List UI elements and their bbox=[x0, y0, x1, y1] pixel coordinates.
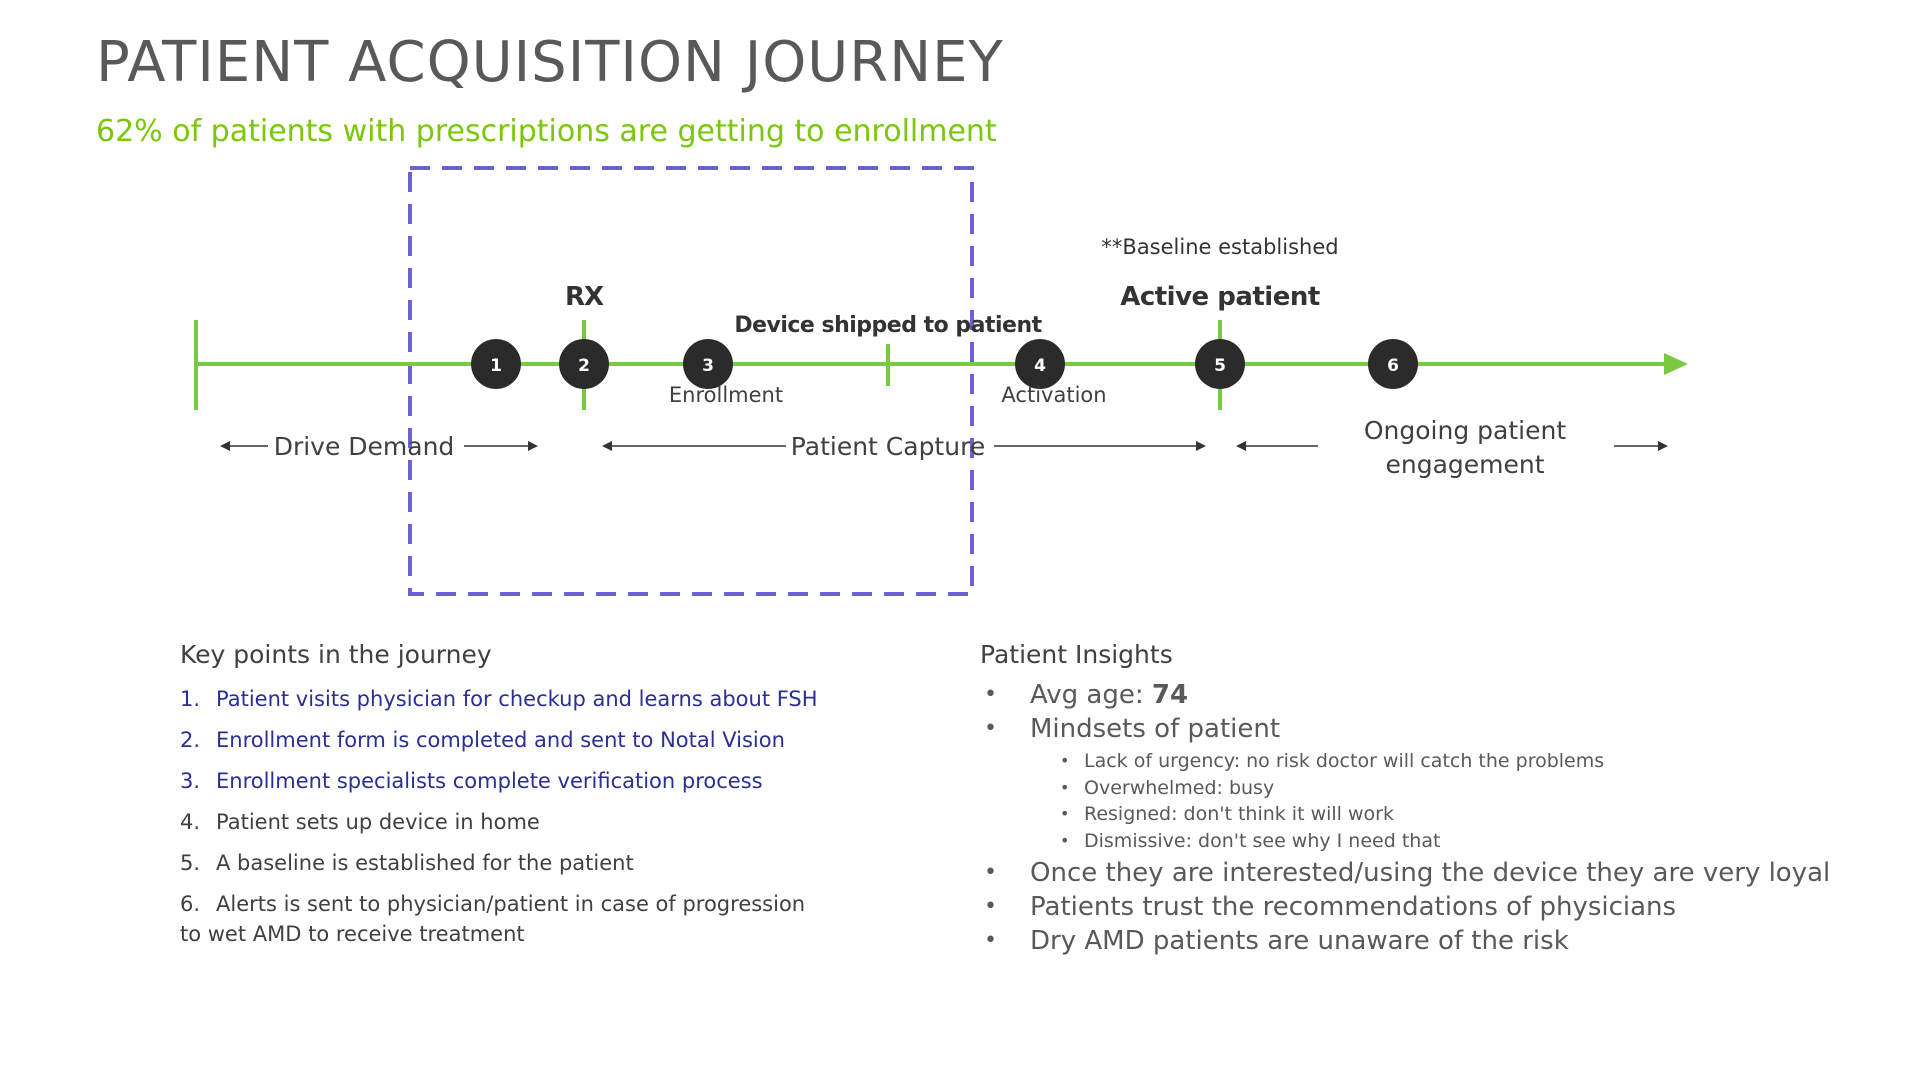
phase-ongoing-engagement: Ongoing patient engagement bbox=[1236, 416, 1668, 479]
insights-heading: Patient Insights bbox=[980, 640, 1173, 669]
baseline-note: **Baseline established bbox=[1101, 235, 1338, 259]
list-item: 6.Alerts is sent to physician/patient in… bbox=[180, 892, 806, 946]
patient-capture-label: Patient Capture bbox=[791, 432, 985, 461]
key-points-heading: Key points in the journey bbox=[180, 640, 492, 669]
milestone-3: 3 bbox=[683, 339, 733, 389]
milestone-5: 5 bbox=[1195, 339, 1245, 389]
mindsets-list: Lack of urgency: no risk doctor will cat… bbox=[1030, 748, 1830, 854]
rx-label: RX bbox=[565, 282, 604, 312]
list-item: Avg age: 74 bbox=[980, 678, 1830, 712]
ongoing-label-line1: Ongoing patient bbox=[1364, 416, 1566, 445]
list-item: Patients trust the recommendations of ph… bbox=[980, 890, 1830, 924]
enrollment-focus-box bbox=[408, 166, 974, 596]
insights-list: Avg age: 74 Mindsets of patient Lack of … bbox=[980, 678, 1830, 958]
avg-age-value: 74 bbox=[1151, 680, 1189, 710]
page-subtitle: 62% of patients with prescriptions are g… bbox=[96, 114, 997, 149]
list-item: 1.Patient visits physician for checkup a… bbox=[180, 687, 818, 711]
milestone-1: 1 bbox=[471, 339, 521, 389]
timeline-arrowhead bbox=[1664, 353, 1688, 375]
active-patient-label: Active patient bbox=[1120, 282, 1320, 312]
list-item: 4.Patient sets up device in home bbox=[180, 810, 540, 834]
ongoing-label-line2: engagement bbox=[1385, 450, 1544, 479]
milestone-number: 3 bbox=[702, 356, 714, 376]
list-item: Mindsets of patient Lack of urgency: no … bbox=[980, 712, 1830, 854]
milestone-2: 2 bbox=[559, 339, 609, 389]
list-item: Once they are interested/using the devic… bbox=[980, 856, 1830, 890]
key-points-list: 1.Patient visits physician for checkup a… bbox=[180, 684, 840, 960]
phase-drive-demand: Drive Demand bbox=[220, 432, 538, 461]
drive-demand-label: Drive Demand bbox=[274, 432, 455, 461]
milestone-number: 4 bbox=[1034, 356, 1046, 376]
milestone-number: 2 bbox=[578, 356, 590, 376]
list-item: Lack of urgency: no risk doctor will cat… bbox=[1030, 748, 1830, 775]
journey-diagram: 1 2 3 4 5 6 RX Device shipped to patient… bbox=[194, 166, 1688, 596]
list-item: Resigned: don't think it will work bbox=[1030, 801, 1830, 828]
enrollment-label: Enrollment bbox=[669, 383, 783, 407]
list-item: Dry AMD patients are unaware of the risk bbox=[980, 924, 1830, 958]
list-item: Dismissive: don't see why I need that bbox=[1030, 828, 1830, 855]
milestone-6: 6 bbox=[1368, 339, 1418, 389]
device-shipped-label: Device shipped to patient bbox=[734, 313, 1042, 338]
milestone-number: 6 bbox=[1387, 356, 1399, 376]
phase-patient-capture: Patient Capture bbox=[602, 432, 1206, 461]
milestone-number: 1 bbox=[490, 356, 502, 376]
page-title: PATIENT ACQUISITION JOURNEY bbox=[96, 30, 1004, 95]
activation-label: Activation bbox=[1001, 383, 1106, 407]
list-item: 2.Enrollment form is completed and sent … bbox=[180, 728, 785, 752]
milestone-number: 5 bbox=[1214, 356, 1226, 376]
list-item: Overwhelmed: busy bbox=[1030, 775, 1830, 802]
list-item: 3.Enrollment specialists complete verifi… bbox=[180, 769, 763, 793]
milestone-4: 4 bbox=[1015, 339, 1065, 389]
list-item: 5.A baseline is established for the pati… bbox=[180, 851, 634, 875]
